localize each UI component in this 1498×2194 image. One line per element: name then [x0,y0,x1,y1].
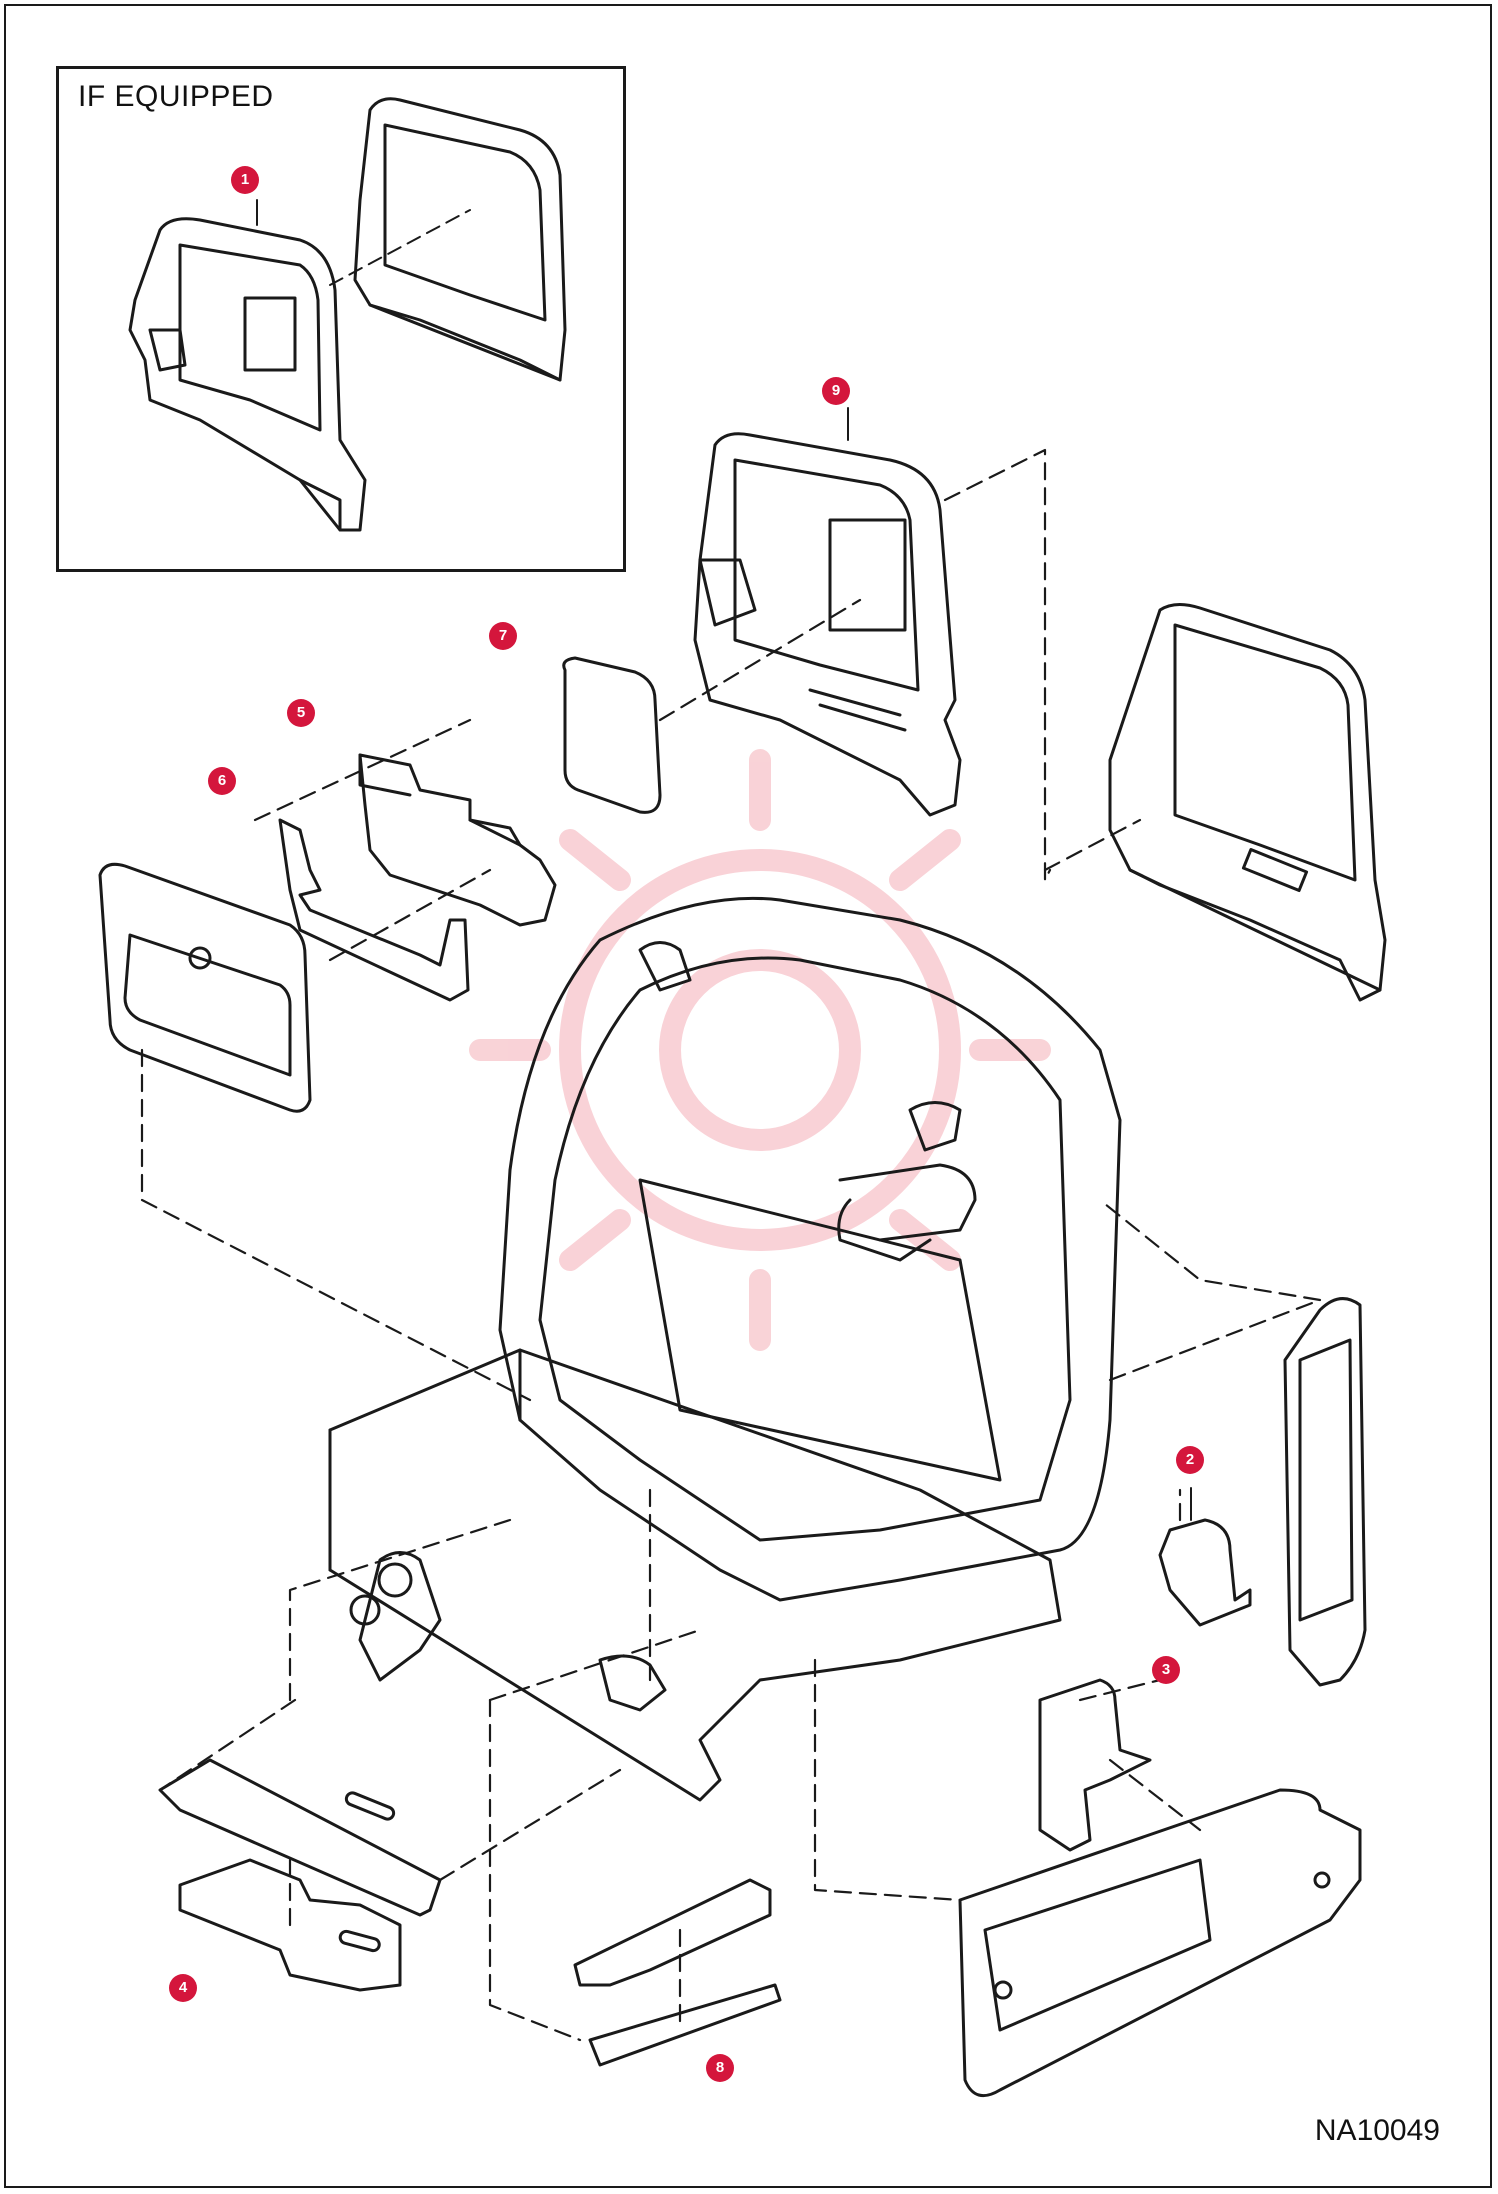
callout-2: 2 [1176,1446,1204,1474]
inset-seat-back-frame [353,97,567,382]
side-bracket [278,818,470,1002]
lumbar-pad [562,656,662,814]
inset-label: IF EQUIPPED [78,80,274,113]
callout-3: 3 [1152,1656,1180,1684]
right-side-panel [1283,1297,1367,1687]
callout-6: 6 [208,767,236,795]
small-cushion-pad [1158,1518,1252,1627]
callout-8: 8 [706,2054,734,2082]
floor-plate-upper [158,1758,442,1917]
floor-plate-lower [178,1858,402,1992]
drawing-code: NA10049 [1314,2114,1440,2147]
side-bolster [358,753,557,927]
seat-back-frame [1108,603,1387,1002]
watermark-gear-icon [469,749,1051,1351]
if-equipped-inset-box [56,66,626,572]
callout-5: 5 [287,699,315,727]
callout-1: 1 [231,166,259,194]
operator-cab-structure [498,896,1122,1602]
page-frame [4,4,1492,2188]
left-side-panel [98,862,312,1113]
base-frame [328,1348,1062,1802]
callout-7: 7 [489,622,517,650]
right-lower-cover [958,1788,1362,2098]
callout-9: 9 [822,377,850,405]
seat-back-cushion [693,432,962,817]
side-pad [1038,1678,1152,1852]
floor-strip [573,1878,782,2067]
callout-4: 4 [169,1974,197,2002]
inset-seat-back-cushion [128,217,367,532]
